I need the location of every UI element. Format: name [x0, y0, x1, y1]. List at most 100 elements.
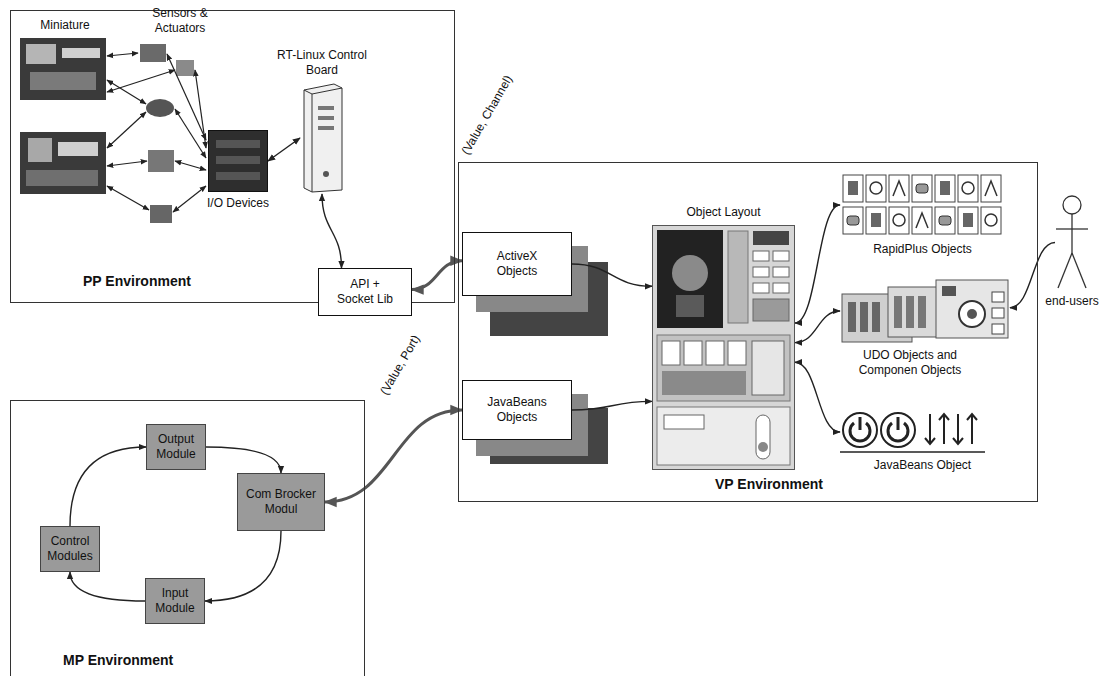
illustration-part: [657, 230, 723, 328]
box-label: Input Module: [151, 586, 199, 616]
connector: [205, 531, 281, 601]
illustration-part: [728, 231, 748, 323]
node-label: JavaBeans Object: [874, 458, 971, 473]
illustration-part: [925, 414, 935, 444]
illustration-part: [1055, 195, 1089, 290]
node-label: Object Layout: [686, 205, 760, 220]
illustration-part: [753, 283, 769, 293]
connector: [572, 401, 652, 410]
illustration-part: [62, 48, 100, 58]
illustration-part: [925, 414, 977, 444]
illustration-part: [323, 171, 329, 177]
illustration-part: [893, 181, 905, 196]
illustration-part: [107, 70, 175, 92]
illustration-part: [753, 299, 789, 321]
illustration-part: [653, 226, 795, 470]
illustration-part: [195, 70, 206, 148]
illustration-part: [318, 106, 334, 110]
illustration-part: [20, 38, 106, 100]
illustration: [208, 130, 268, 192]
box-label: API + Socket Lib: [333, 277, 397, 307]
node-label: RapidPlus Objects: [873, 242, 972, 257]
illustration-part: [918, 296, 926, 328]
illustration-part: [753, 231, 789, 245]
illustration: [840, 172, 1005, 238]
illustration-part: [752, 341, 784, 395]
illustration-part: [889, 207, 909, 234]
illustration-part: [967, 309, 977, 319]
illustration-part: [176, 60, 194, 76]
illustration-part: [107, 53, 206, 212]
illustration-part: [935, 207, 955, 234]
illustration-part: [848, 181, 858, 195]
illustration-part: [58, 142, 98, 156]
connector: [795, 205, 840, 323]
part-label: Miniature: [30, 18, 100, 33]
illustration-part: [30, 72, 96, 90]
environment-panel: VP EnvironmentActiveX ObjectsJavaBeans O…: [458, 162, 1038, 502]
illustration-part: [684, 341, 702, 365]
control-board: RT-Linux Control Board: [300, 82, 344, 194]
illustration-part: [1058, 253, 1072, 288]
module-box: Control Modules: [40, 526, 100, 572]
illustration: [300, 82, 344, 194]
illustration-part: [866, 175, 886, 202]
illustration: [840, 278, 1010, 344]
illustration-part: [939, 216, 951, 225]
illustration-part: [758, 442, 768, 452]
node-label: I/O Devices: [207, 196, 269, 211]
illustration-part: [840, 278, 1010, 344]
illustration-part: [173, 186, 206, 212]
illustration-part: [107, 161, 147, 166]
illustration-part: [958, 207, 978, 234]
illustration-part: [936, 280, 1008, 338]
illustration-part: [871, 213, 881, 227]
illustration-part: [1071, 214, 1072, 253]
illustration-part: [848, 302, 856, 332]
illustration-part: [889, 175, 909, 202]
connector: [206, 447, 281, 473]
connector: [268, 138, 300, 161]
illustration-part: [981, 207, 1001, 234]
illustration-part: [28, 138, 52, 162]
illustration-part: [209, 131, 268, 192]
illustration-part: [676, 295, 704, 317]
illustration-part: [912, 207, 932, 234]
illustration-part: [843, 207, 863, 234]
object-palette: UDO Objects and Componen Objects: [840, 278, 1010, 344]
illustration-part: [866, 207, 886, 234]
connector: [795, 311, 840, 343]
illustration-part: [175, 161, 206, 170]
illustration-part: [652, 225, 795, 470]
node-label: UDO Objects and Componen Objects: [850, 348, 970, 378]
illustration-part: [304, 84, 342, 192]
illustration-part: [216, 140, 260, 148]
illustration-part: [773, 251, 789, 261]
node-label: VP Environment: [715, 476, 823, 494]
illustration: [1055, 195, 1089, 290]
connector: [325, 410, 462, 502]
module-box: Com Brocker Modul: [237, 473, 325, 531]
environment-panel: MP EnvironmentOutput ModuleControl Modul…: [10, 400, 365, 676]
illustration-part: [107, 53, 138, 56]
illustration-part: [318, 126, 334, 130]
illustration-part: [26, 170, 98, 186]
node-label: end-users: [1045, 294, 1098, 309]
illustration-part: [843, 413, 877, 447]
illustration-part: [208, 130, 268, 192]
illustration-part: [840, 451, 985, 453]
connector: [70, 447, 146, 526]
illustration-part: [662, 341, 680, 365]
illustration-part: [216, 172, 260, 180]
illustration-part: [963, 213, 973, 227]
illustration-part: [992, 292, 1004, 302]
illustration-part: [26, 44, 56, 64]
illustration-part: [840, 172, 1005, 238]
illustration-part: [1063, 196, 1081, 214]
node-label: MP Environment: [63, 652, 173, 670]
environment-panel: PP EnvironmentI/O DevicesRT-Linux Contro…: [10, 10, 455, 303]
illustration-part: [872, 302, 880, 332]
illustration-part: [985, 214, 997, 226]
illustration-part: [20, 132, 106, 194]
